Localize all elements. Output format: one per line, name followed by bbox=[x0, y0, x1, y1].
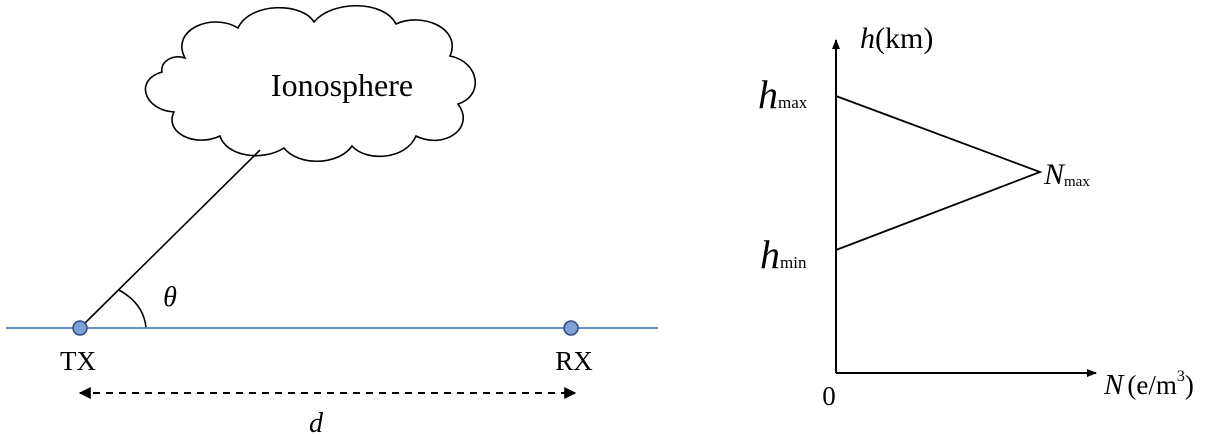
ionosphere-cloud bbox=[144, 5, 476, 163]
y-axis-label: h(km) bbox=[860, 22, 933, 55]
x-axis-label: N(e/m3) bbox=[1103, 368, 1194, 401]
elevation-angle-arc bbox=[118, 289, 147, 329]
n-max-label: Nmax bbox=[1043, 158, 1090, 191]
propagation-panel: Ionosphere θ TX RX d bbox=[6, 5, 658, 436]
origin-label: 0 bbox=[822, 381, 836, 411]
density-profile-line bbox=[835, 95, 1043, 251]
h-min-label: hmin bbox=[760, 232, 807, 277]
rx-node bbox=[563, 320, 579, 336]
electron-density-profile: h(km) hmax hmin Nmax 0 N(e/m3) bbox=[758, 22, 1194, 411]
h-max-label: hmax bbox=[758, 72, 808, 117]
signal-ray bbox=[79, 149, 261, 329]
tx-node bbox=[72, 320, 88, 336]
angle-theta-label: θ bbox=[163, 282, 177, 313]
ionosphere-label: Ionosphere bbox=[271, 67, 413, 103]
rx-label: RX bbox=[555, 346, 593, 376]
tx-label: TX bbox=[60, 346, 96, 376]
distance-label: d bbox=[309, 408, 324, 436]
